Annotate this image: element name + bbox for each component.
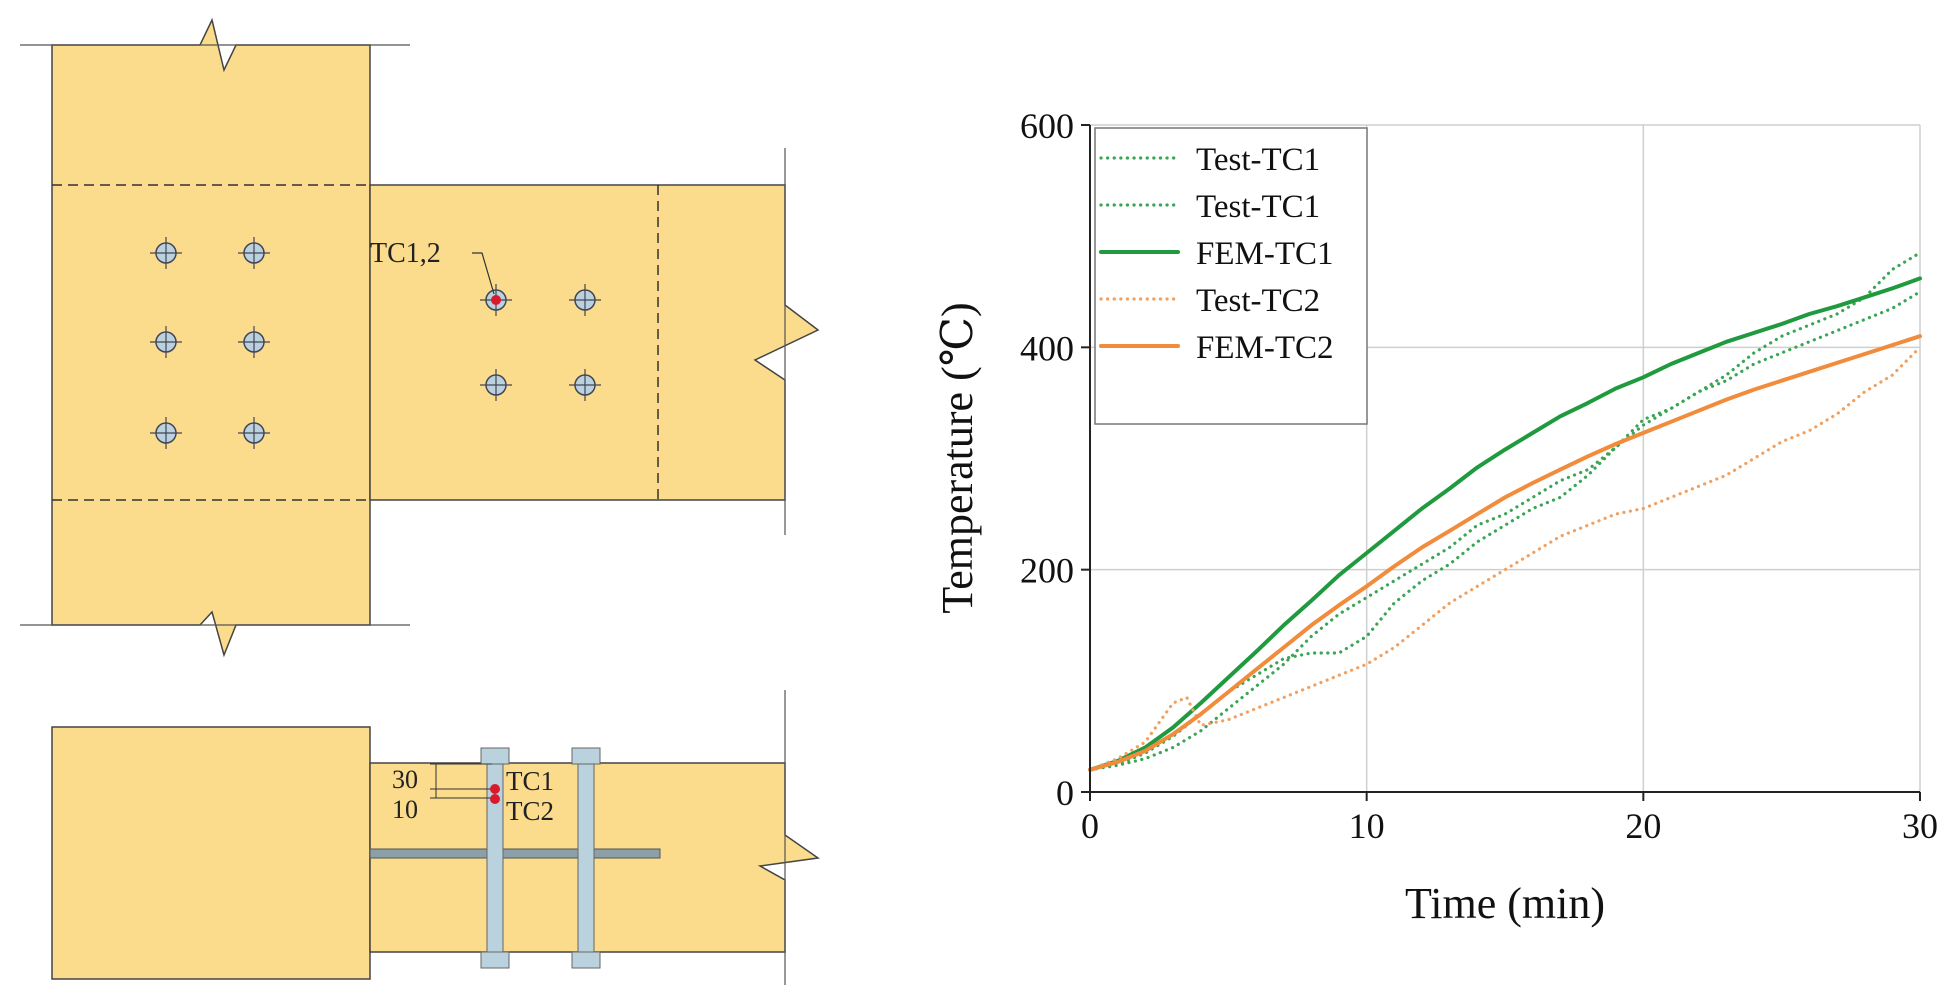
legend-label-2: Test-TC1 — [1196, 189, 1320, 225]
bolt-plan-6 — [238, 417, 270, 449]
legend-box — [1094, 127, 1368, 425]
y-tick-label-600: 600 — [1020, 106, 1074, 146]
y-tick-label-200: 200 — [1020, 551, 1074, 591]
bolt-plan-3 — [150, 326, 182, 358]
thermocouple-marker-plan — [491, 295, 501, 305]
series-line-1-test-tc1 — [1088, 251, 1922, 772]
series-layer — [1088, 251, 1922, 772]
steel-plate-section — [369, 848, 661, 859]
dimension-label-10: 10 — [392, 795, 418, 824]
section-bolt-1 — [480, 747, 510, 969]
y-tick-label-0: 0 — [1056, 773, 1074, 813]
thermocouple-tc2-marker — [490, 794, 500, 804]
x-tick-label-10: 10 — [1349, 806, 1385, 846]
dimension-label-30: 30 — [392, 765, 418, 794]
bolt-plan-5 — [150, 417, 182, 449]
section-view-drawing: 30 10 TC1 TC2 — [51, 690, 821, 985]
legend-label-4: Test-TC2 — [1196, 283, 1320, 319]
bolt-plan-8 — [569, 284, 601, 316]
tc2-label: TC2 — [506, 796, 554, 826]
axis-ticks: 0 10 20 30 0 200 400 600 — [1020, 106, 1938, 846]
bolt-plan-4 — [238, 326, 270, 358]
thermocouple-plan-label: TC1,2 — [370, 238, 441, 269]
section-bolt-2 — [571, 747, 601, 969]
column-section — [51, 726, 371, 980]
beam-plan — [369, 184, 820, 501]
series-line-3-fem-tc1 — [1088, 276, 1922, 772]
thermocouple-tc1-marker — [490, 784, 500, 794]
bolt-plan-10 — [569, 369, 601, 401]
plan-bolts — [150, 237, 601, 449]
legend-label-5: FEM-TC2 — [1196, 330, 1334, 366]
thermocouple-leader-line — [472, 252, 495, 295]
y-tick-label-400: 400 — [1020, 328, 1074, 368]
legend-label-3: FEM-TC1 — [1196, 236, 1334, 272]
x-tick-label-0: 0 — [1081, 806, 1099, 846]
plan-view-drawing: TC1,2 — [20, 17, 820, 658]
series-line-2-test-tc1 — [1088, 290, 1922, 772]
legend-label-1: Test-TC1 — [1196, 142, 1320, 178]
x-tick-label-30: 30 — [1902, 806, 1938, 846]
bolt-plan-2 — [238, 237, 270, 269]
column-plan — [51, 17, 371, 658]
tc1-label: TC1 — [506, 766, 554, 796]
bolt-plan-9 — [480, 369, 512, 401]
y-axis-title: Temperature (℃) — [933, 302, 982, 613]
x-axis-title: Time (min) — [1405, 879, 1605, 928]
series-line-5-fem-tc2 — [1088, 334, 1922, 772]
bolt-plan-1 — [150, 237, 182, 269]
x-tick-label-20: 20 — [1625, 806, 1661, 846]
